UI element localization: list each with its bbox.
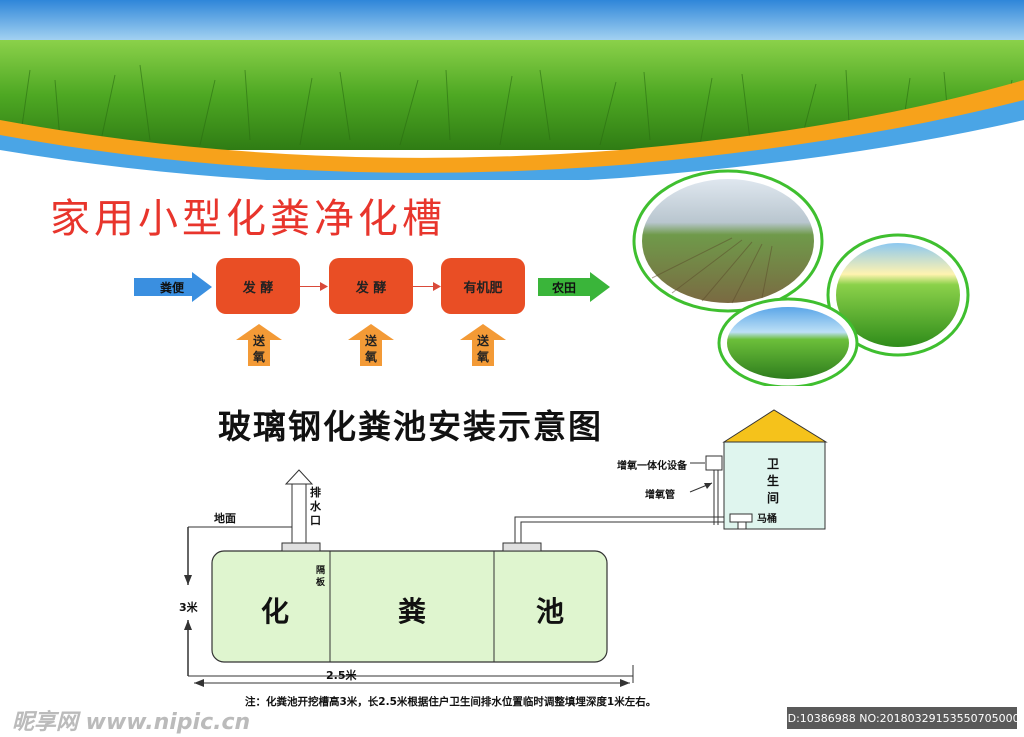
length-label: 2.5米 [326,669,357,682]
input-arrow-icon [134,272,212,302]
restroom-roof [722,409,828,443]
oxygen-label-top: 送 [252,334,265,348]
depth-label: 3米 [179,601,198,614]
ground-label: 地面 [214,512,236,525]
flow-stage-ferment-2: 发 酵 [329,258,413,314]
flow-connector [413,286,439,287]
oxygen-label-bottom: 氧 [476,350,489,364]
up-arrow-icon [284,469,314,485]
main-title: 家用小型化粪净化槽 [50,196,446,242]
oxygen-input-2: 送 氧 [348,324,394,370]
watermark-logo: 昵享网 www.nipic.cn [12,710,251,735]
oxygen-label-bottom: 氧 [364,350,377,364]
installation-note: 注：化粪池开挖槽高3米，长2.5米根据住户卫生间排水位置临时调整填埋深度1米左右… [245,696,657,708]
restroom-label: 卫生间 [766,457,779,505]
oxygen-label-top: 送 [364,334,377,348]
arrowhead-icon [433,282,441,291]
tank-char-2: 粪 [398,595,427,628]
oxygen-label-top: 送 [476,334,489,348]
field-photo-icon [727,307,849,379]
tank-char-1: 化 [261,595,290,628]
drain-outlet-label: 排水口 [310,486,321,527]
install-diagram-title: 玻璃钢化粪池安装示意图 [218,407,603,446]
farmland-photos [632,169,970,386]
flow-stage-fertilizer: 有机肥 [441,258,525,314]
oxygen-device-label: 增氧一体化设备 [617,461,687,472]
oxygen-pipe-label: 增氧管 [645,490,675,501]
flow-input-label: 粪便 [160,281,185,295]
drain-pipe [291,483,307,544]
field-photo-icon [642,179,814,303]
up-arrow-icon [236,324,282,366]
oxygen-input-1: 送 氧 [236,324,282,370]
septic-tank [211,550,608,663]
grass-banner [0,0,1024,180]
watermark-id: ID:10386988 NO:20180329153550705000 [784,707,1020,729]
toilet-icon [729,513,753,523]
oxygen-label-bottom: 氧 [252,350,265,364]
flow-stage-ferment-1: 发 酵 [216,258,300,314]
output-arrow-icon [538,272,610,302]
flow-output-label: 农田 [552,281,577,295]
tank-char-3: 池 [536,595,565,628]
field-photo-icon [836,243,960,347]
oxygen-input-3: 送 氧 [460,324,506,370]
up-arrow-icon [460,324,506,366]
up-arrow-icon [348,324,394,366]
arrowhead-icon [320,282,328,291]
flow-connector [300,286,326,287]
inlet-pipe [514,516,725,543]
partition-label: 隔板 [316,566,326,588]
toilet-label: 马桶 [757,514,777,525]
oxygen-device [705,455,723,471]
